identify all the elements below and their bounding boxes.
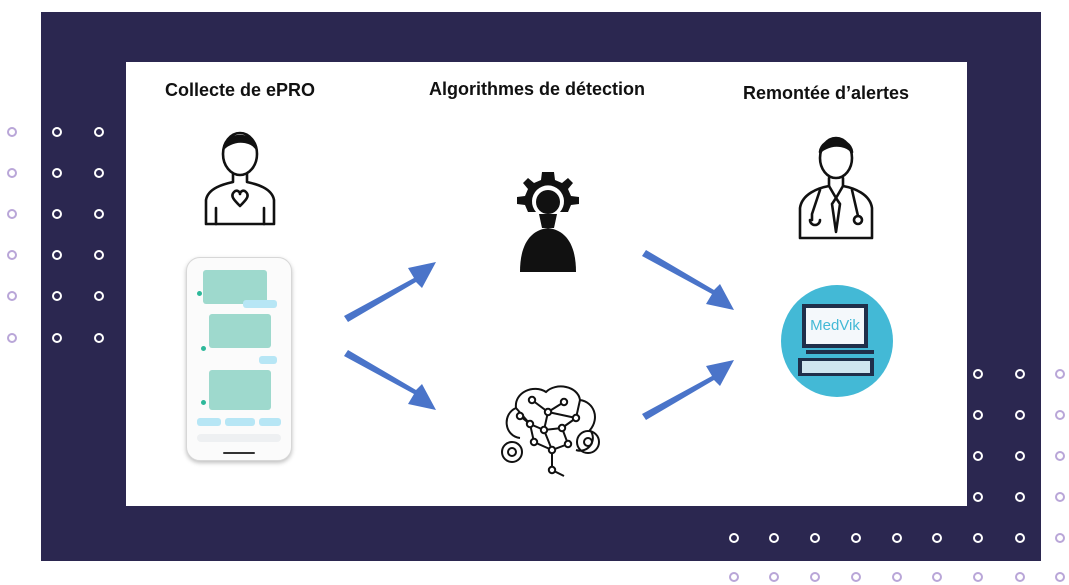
chat-chip — [197, 418, 221, 426]
decor-dot — [1055, 492, 1065, 502]
decor-dot — [52, 168, 62, 178]
decor-dot — [769, 572, 779, 582]
decor-dot — [729, 533, 739, 543]
decor-dot — [94, 168, 104, 178]
chat-bubble — [259, 356, 277, 364]
decor-dot — [1055, 410, 1065, 420]
decor-dot — [7, 209, 17, 219]
heading-algorithms: Algorithmes de détection — [429, 79, 646, 99]
chat-app-phone-icon — [186, 257, 292, 461]
decor-dot — [1055, 451, 1065, 461]
gear-head-icon — [517, 172, 579, 272]
medvik-computer-icon: MedVik — [781, 285, 893, 397]
heading-collect: Collecte de ePRO — [165, 80, 316, 100]
decor-dot — [1055, 572, 1065, 582]
chat-chip — [225, 418, 255, 426]
decor-dot — [52, 333, 62, 343]
decor-dot — [94, 333, 104, 343]
chat-bubble — [203, 270, 267, 304]
decor-dot — [52, 250, 62, 260]
decor-dot — [7, 127, 17, 137]
decor-dot — [7, 291, 17, 301]
decor-dot — [1055, 369, 1065, 379]
decor-dot — [94, 209, 104, 219]
decor-dot — [973, 572, 983, 582]
decor-dot — [1015, 369, 1025, 379]
arrow-to-ai-icon — [344, 350, 436, 410]
doctor-stethoscope-icon — [798, 136, 874, 240]
decor-dot — [932, 572, 942, 582]
decor-dot — [973, 533, 983, 543]
decor-dot — [973, 492, 983, 502]
decor-dot — [1015, 451, 1025, 461]
decor-dot — [52, 127, 62, 137]
decor-dot — [810, 533, 820, 543]
decor-dot — [1055, 533, 1065, 543]
home-indicator — [223, 452, 255, 454]
decor-dot — [52, 209, 62, 219]
decor-dot — [1015, 492, 1025, 502]
decor-dot — [769, 533, 779, 543]
chat-chip — [259, 418, 281, 426]
decor-dot — [973, 451, 983, 461]
decor-dot — [52, 291, 62, 301]
heading-alerts: Remontée d’alertes — [743, 83, 910, 103]
decor-dot — [729, 572, 739, 582]
decor-dot — [851, 572, 861, 582]
decor-dot — [851, 533, 861, 543]
decor-dot — [892, 572, 902, 582]
chat-avatar — [201, 346, 206, 351]
arrow-from-ai-icon — [642, 360, 734, 420]
chat-bubble — [243, 300, 277, 308]
chat-bubble — [209, 314, 271, 348]
decor-dot — [1015, 533, 1025, 543]
decor-dot — [973, 410, 983, 420]
brain-network-icon — [501, 385, 600, 477]
arrow-from-algorithm-icon — [642, 250, 734, 310]
arrow-to-algorithm-icon — [344, 262, 436, 322]
decor-dot — [7, 168, 17, 178]
computer-label: MedVik — [810, 317, 860, 334]
decor-dot — [94, 127, 104, 137]
decor-dot — [932, 533, 942, 543]
chat-bubble — [209, 370, 271, 410]
chat-input — [197, 434, 281, 442]
decor-dot — [1015, 572, 1025, 582]
decor-dot — [7, 333, 17, 343]
chat-avatar — [197, 291, 202, 296]
decor-dot — [7, 250, 17, 260]
patient-heart-icon — [204, 131, 276, 226]
decor-dot — [973, 369, 983, 379]
decor-dot — [810, 572, 820, 582]
decor-dot — [1015, 410, 1025, 420]
decor-dot — [892, 533, 902, 543]
decor-dot — [94, 291, 104, 301]
chat-avatar — [201, 400, 206, 405]
decor-dot — [94, 250, 104, 260]
